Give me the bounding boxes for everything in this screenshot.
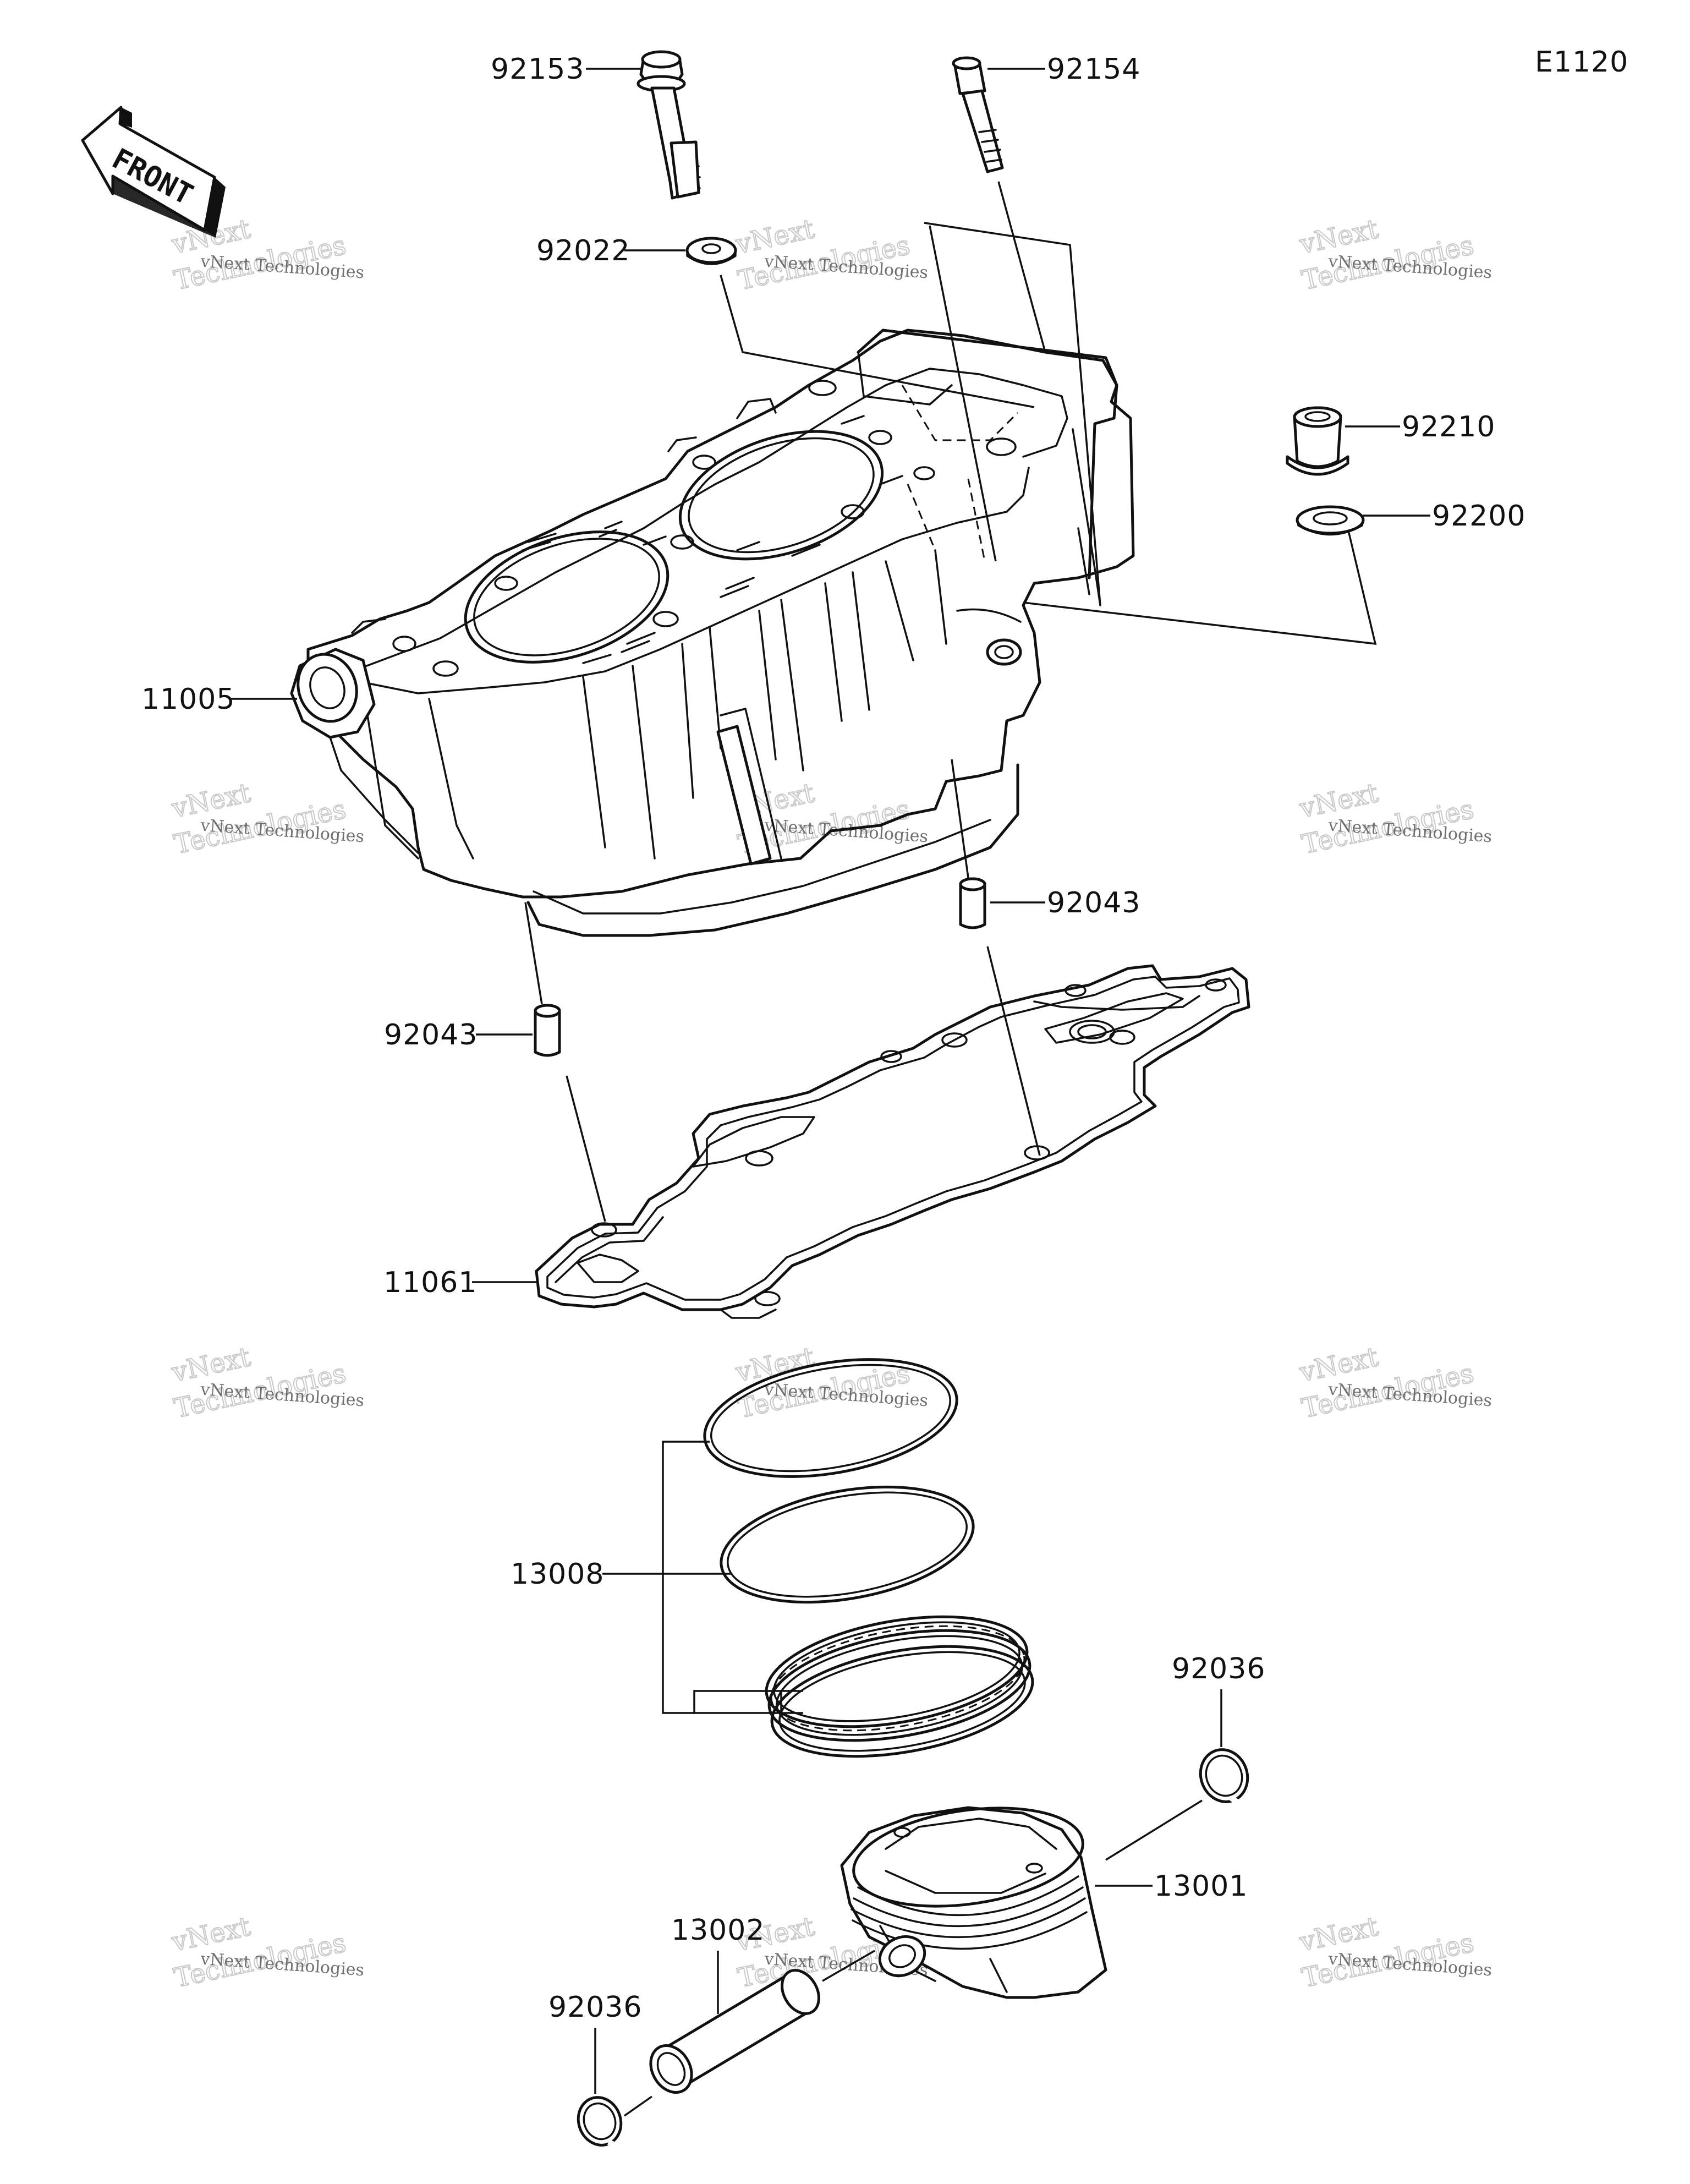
front-arrow-icon: FRONT	[81, 106, 226, 238]
circlip-left-line	[623, 2095, 653, 2117]
collar-assembly-line	[1023, 528, 1377, 645]
piston-pin-icon	[649, 1969, 820, 2094]
dowel-pin-left-icon	[534, 1004, 561, 1057]
watermark: vNext Technologies vNext Technologies	[1296, 213, 1493, 297]
bolt-socket-icon	[952, 56, 1004, 173]
washer-icon	[685, 237, 737, 265]
callout-92043-right: 92043	[1047, 886, 1140, 919]
watermark: vNext Technologies vNext Technologies	[732, 213, 929, 297]
callout-92036-left: 92036	[548, 1991, 642, 2024]
circlip-left-icon	[577, 2096, 623, 2148]
diagram-code: E1120	[1535, 46, 1628, 79]
callout-92022: 92022	[536, 234, 630, 267]
watermark: vNext Technologies vNext Technologies	[1296, 1911, 1493, 1994]
dowel-left-line-bottom	[566, 1075, 606, 1222]
circlip-right-line	[1105, 1799, 1203, 1861]
bolt-guide-line-2	[929, 225, 997, 562]
watermark: vNext Technologies vNext Technologies	[168, 777, 365, 861]
callout-92043-left: 92043	[384, 1019, 478, 1052]
pin-assembly-line	[822, 1950, 875, 1982]
cylinder-block-icon	[290, 329, 1135, 937]
washer-assembly-line	[720, 275, 1035, 408]
dowel-pin-right-icon	[959, 877, 986, 929]
callout-13008: 13008	[511, 1558, 604, 1591]
bolt-assembly-line	[997, 181, 1046, 353]
watermark: vNext Technologies vNext Technologies	[168, 1911, 365, 1994]
watermark: vNext Technologies vNext Technologies	[1296, 1341, 1493, 1425]
piston-rings-icon	[703, 1358, 1034, 1758]
watermark: vNext Technologies vNext Technologies	[168, 1341, 365, 1425]
callout-92036-right: 92036	[1172, 1652, 1265, 1685]
bracket-13008	[662, 1441, 710, 1714]
circlip-right-icon	[1199, 1748, 1249, 1805]
bolt-flange-icon	[637, 50, 701, 200]
piston-icon	[840, 1806, 1107, 1999]
callout-11061: 11061	[383, 1266, 477, 1299]
watermark: vNext Technologies vNext Technologies	[1296, 777, 1493, 861]
watermark: vNext Technologies vNext Technologies	[732, 1341, 929, 1425]
callout-92210: 92210	[1402, 410, 1495, 444]
bolt-guide-line	[924, 222, 1101, 606]
callout-92154: 92154	[1047, 53, 1140, 86]
callout-92153: 92153	[491, 53, 584, 86]
gasket-icon	[535, 964, 1250, 1319]
callout-13002: 13002	[671, 1914, 765, 1947]
callout-11005: 11005	[141, 683, 235, 716]
dowel-right-line-top	[951, 759, 969, 878]
dowel-left-line-top	[524, 902, 543, 1005]
dowel-right-line-bottom	[986, 946, 1041, 1156]
collar-icon	[1286, 406, 1349, 476]
callout-92200: 92200	[1432, 500, 1526, 533]
washer-right-icon	[1296, 505, 1365, 536]
callout-13001: 13001	[1154, 1870, 1248, 1903]
